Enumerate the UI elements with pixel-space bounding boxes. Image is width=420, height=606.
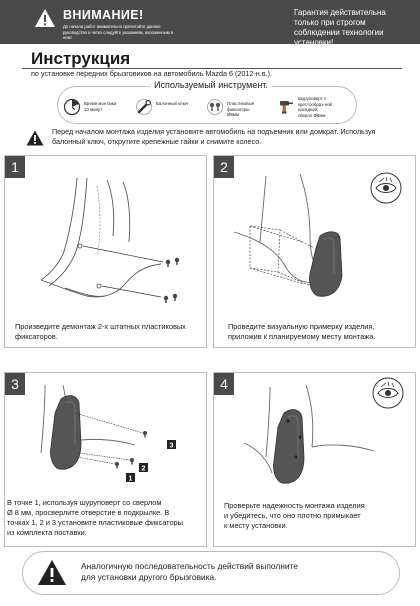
svg-text:2: 2 <box>142 466 146 473</box>
step-4-illustration <box>243 377 404 484</box>
repeat-notice-text: Аналогичную последовательность действий … <box>81 561 298 582</box>
warning-icon <box>38 560 66 585</box>
marker-badge: 3 <box>167 440 176 450</box>
svg-text:1: 1 <box>129 476 133 483</box>
step-caption: Проверьте надежность монтажа изделия и у… <box>224 501 365 530</box>
page-subtitle: по установке передних брызговиков на авт… <box>31 69 272 78</box>
tool-label: Шуруповерт с крестообраз-ной насадкой, с… <box>298 96 332 118</box>
warning-header: ВНИМАНИЕ! До начала работ внимательно пр… <box>0 0 420 47</box>
step-caption: В точке 1, используя шуруповерт со сверл… <box>7 498 183 537</box>
warranty-text: Гарантия действительна только при строго… <box>294 8 386 47</box>
warning-note: До начала работ внимательно прочитайте д… <box>63 24 173 40</box>
warning-title: ВНИМАНИЕ! <box>63 8 144 22</box>
step-panel-1: 1 Произведите демонтаж 2-х штатных пласт… <box>4 155 207 348</box>
tools-heading: Используемый инструмент. <box>150 80 272 90</box>
step-panel-2: 2 Проведите визуальную примерку изделия,… <box>213 155 416 348</box>
tool-label: Пластиковые фиксаторы Ø8мм <box>227 101 255 117</box>
title-divider <box>22 68 402 69</box>
clock-icon <box>63 98 81 116</box>
wrench-icon <box>136 99 152 115</box>
page-title: Инструкция <box>31 49 131 68</box>
svg-text:3: 3 <box>170 443 174 450</box>
preparation-notice: Перед началом монтажа изделия установите… <box>52 127 376 146</box>
step-panel-4: 4 Проверьте надежность монтажа изделия и… <box>213 372 416 547</box>
marker-badge: 1 <box>126 473 135 483</box>
tool-label: Балонный ключ <box>156 101 189 106</box>
step-number: 4 <box>214 373 234 395</box>
step-number: 1 <box>5 156 25 178</box>
step-caption: Произведите демонтаж 2-х штатных пластик… <box>15 322 186 341</box>
step-panel-3: 3 1 2 3 В точке 1, используя <box>4 372 207 547</box>
repeat-notice-box: Аналогичную последовательность действий … <box>22 551 400 595</box>
step-1-illustration <box>40 177 180 303</box>
screwdriver-icon <box>280 101 293 114</box>
step-2-illustration <box>233 172 402 297</box>
warning-icon <box>26 130 44 146</box>
step-number: 2 <box>214 156 234 178</box>
tool-label: Время монтажа 10 минут <box>84 101 117 112</box>
step-3-illustration: 1 2 3 <box>40 384 176 483</box>
clips-icon <box>207 99 223 115</box>
step-caption: Проведите визуальную примерку изделия, п… <box>228 322 376 341</box>
marker-badge: 2 <box>139 463 148 473</box>
warning-icon <box>35 9 55 27</box>
step-number: 3 <box>5 373 25 395</box>
